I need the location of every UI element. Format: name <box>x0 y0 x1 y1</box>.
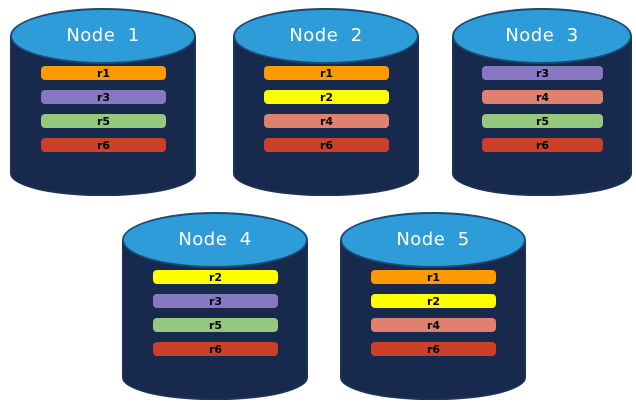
node-top-ellipse: Node 4 <box>122 212 308 268</box>
replica-bar[interactable]: r3 <box>482 66 603 80</box>
replica-bar[interactable]: r1 <box>371 270 496 284</box>
replica-bar[interactable]: r1 <box>41 66 166 80</box>
replica-bar[interactable]: r4 <box>482 90 603 104</box>
replica-bar[interactable]: r2 <box>264 90 389 104</box>
replica-bar[interactable]: r5 <box>153 318 278 332</box>
replica-bar[interactable]: r5 <box>41 114 166 128</box>
node-5[interactable]: Node 5 r1 r2 r4 r6 <box>340 212 526 400</box>
replica-list: r1 r2 r4 r6 <box>371 270 496 356</box>
replica-list: r3 r4 r5 r6 <box>482 66 603 152</box>
node-top-ellipse: Node 1 <box>10 8 196 64</box>
replica-bar[interactable]: r6 <box>264 138 389 152</box>
node-label: Node 3 <box>505 25 579 46</box>
replica-bar[interactable]: r4 <box>264 114 389 128</box>
node-label: Node 2 <box>289 25 363 46</box>
replica-bar[interactable]: r4 <box>371 318 496 332</box>
replica-list: r1 r3 r5 r6 <box>41 66 166 152</box>
node-top-ellipse: Node 3 <box>452 8 632 64</box>
node-3[interactable]: Node 3 r3 r4 r5 r6 <box>452 8 632 196</box>
replica-bar[interactable]: r2 <box>153 270 278 284</box>
replica-bar[interactable]: r5 <box>482 114 603 128</box>
node-top-ellipse: Node 5 <box>340 212 526 268</box>
replica-bar[interactable]: r6 <box>482 138 603 152</box>
replica-bar[interactable]: r6 <box>153 342 278 356</box>
replica-list: r2 r3 r5 r6 <box>153 270 278 356</box>
replica-bar[interactable]: r3 <box>41 90 166 104</box>
node-label: Node 1 <box>66 25 140 46</box>
node-label: Node 4 <box>178 229 252 250</box>
node-4[interactable]: Node 4 r2 r3 r5 r6 <box>122 212 308 400</box>
replica-bar[interactable]: r6 <box>41 138 166 152</box>
replica-list: r1 r2 r4 r6 <box>264 66 389 152</box>
node-top-ellipse: Node 2 <box>233 8 419 64</box>
node-1[interactable]: Node 1 r1 r3 r5 r6 <box>10 8 196 196</box>
node-label: Node 5 <box>396 229 470 250</box>
replica-bar[interactable]: r2 <box>371 294 496 308</box>
replica-bar[interactable]: r3 <box>153 294 278 308</box>
node-2[interactable]: Node 2 r1 r2 r4 r6 <box>233 8 419 196</box>
replica-bar[interactable]: r6 <box>371 342 496 356</box>
replica-bar[interactable]: r1 <box>264 66 389 80</box>
